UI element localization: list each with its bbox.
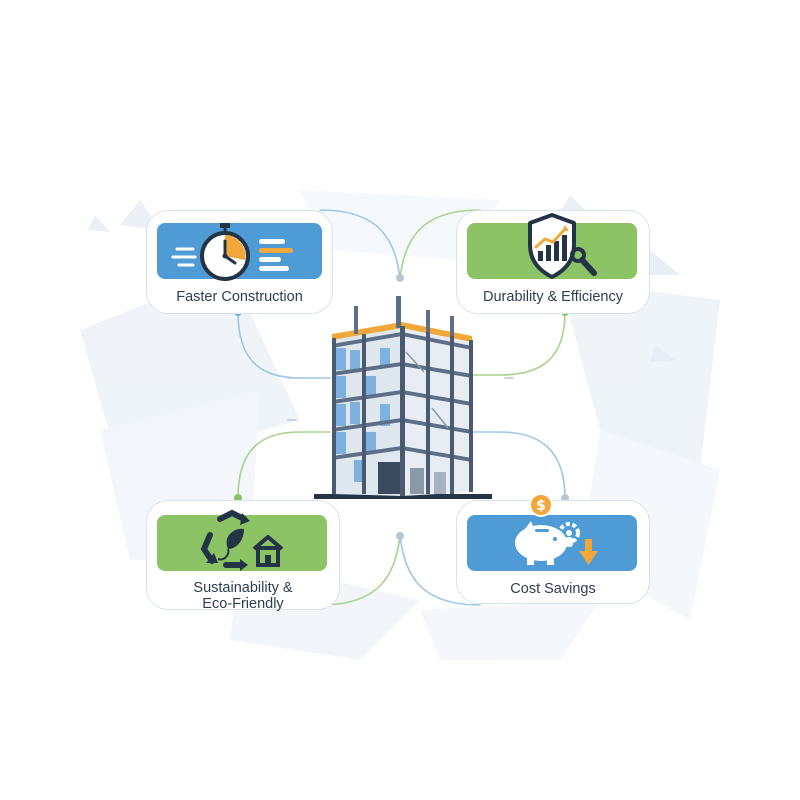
card-label-sustainability-line2: Eco-Friendly xyxy=(202,596,284,612)
card-durability-efficiency: Durability & Efficiency xyxy=(456,210,650,314)
connector-lines xyxy=(237,209,566,606)
piggy-bank-icon: $ xyxy=(515,493,598,565)
card-faster-construction: Faster Construction xyxy=(146,210,333,314)
card-label-durability-efficiency: Durability & Efficiency xyxy=(483,289,623,305)
svg-text:$: $ xyxy=(536,498,546,514)
steel-frame-building-icon xyxy=(314,296,492,499)
connector-top-left-arc xyxy=(319,209,401,279)
card-label-sustainability-line1: Sustainability & xyxy=(193,580,293,596)
card-label-cost-savings: Cost Savings xyxy=(510,581,596,597)
connector-top-right-arc xyxy=(399,209,481,279)
card-cost-savings: $ Cost Savings xyxy=(456,493,650,604)
card-label-faster-construction: Faster Construction xyxy=(176,289,303,305)
connector-bottom-right xyxy=(471,431,566,499)
recycle-house-icon xyxy=(200,509,284,571)
shield-chart-icon xyxy=(528,213,597,279)
stopwatch-icon xyxy=(171,223,293,281)
connector-bottom-right-arc xyxy=(399,535,481,606)
connector-top-right xyxy=(471,311,566,376)
connector-bottom-left-arc xyxy=(319,535,401,606)
connector-bottom-left xyxy=(237,431,331,499)
card-sustainability: Sustainability & Eco-Friendly xyxy=(146,500,340,612)
